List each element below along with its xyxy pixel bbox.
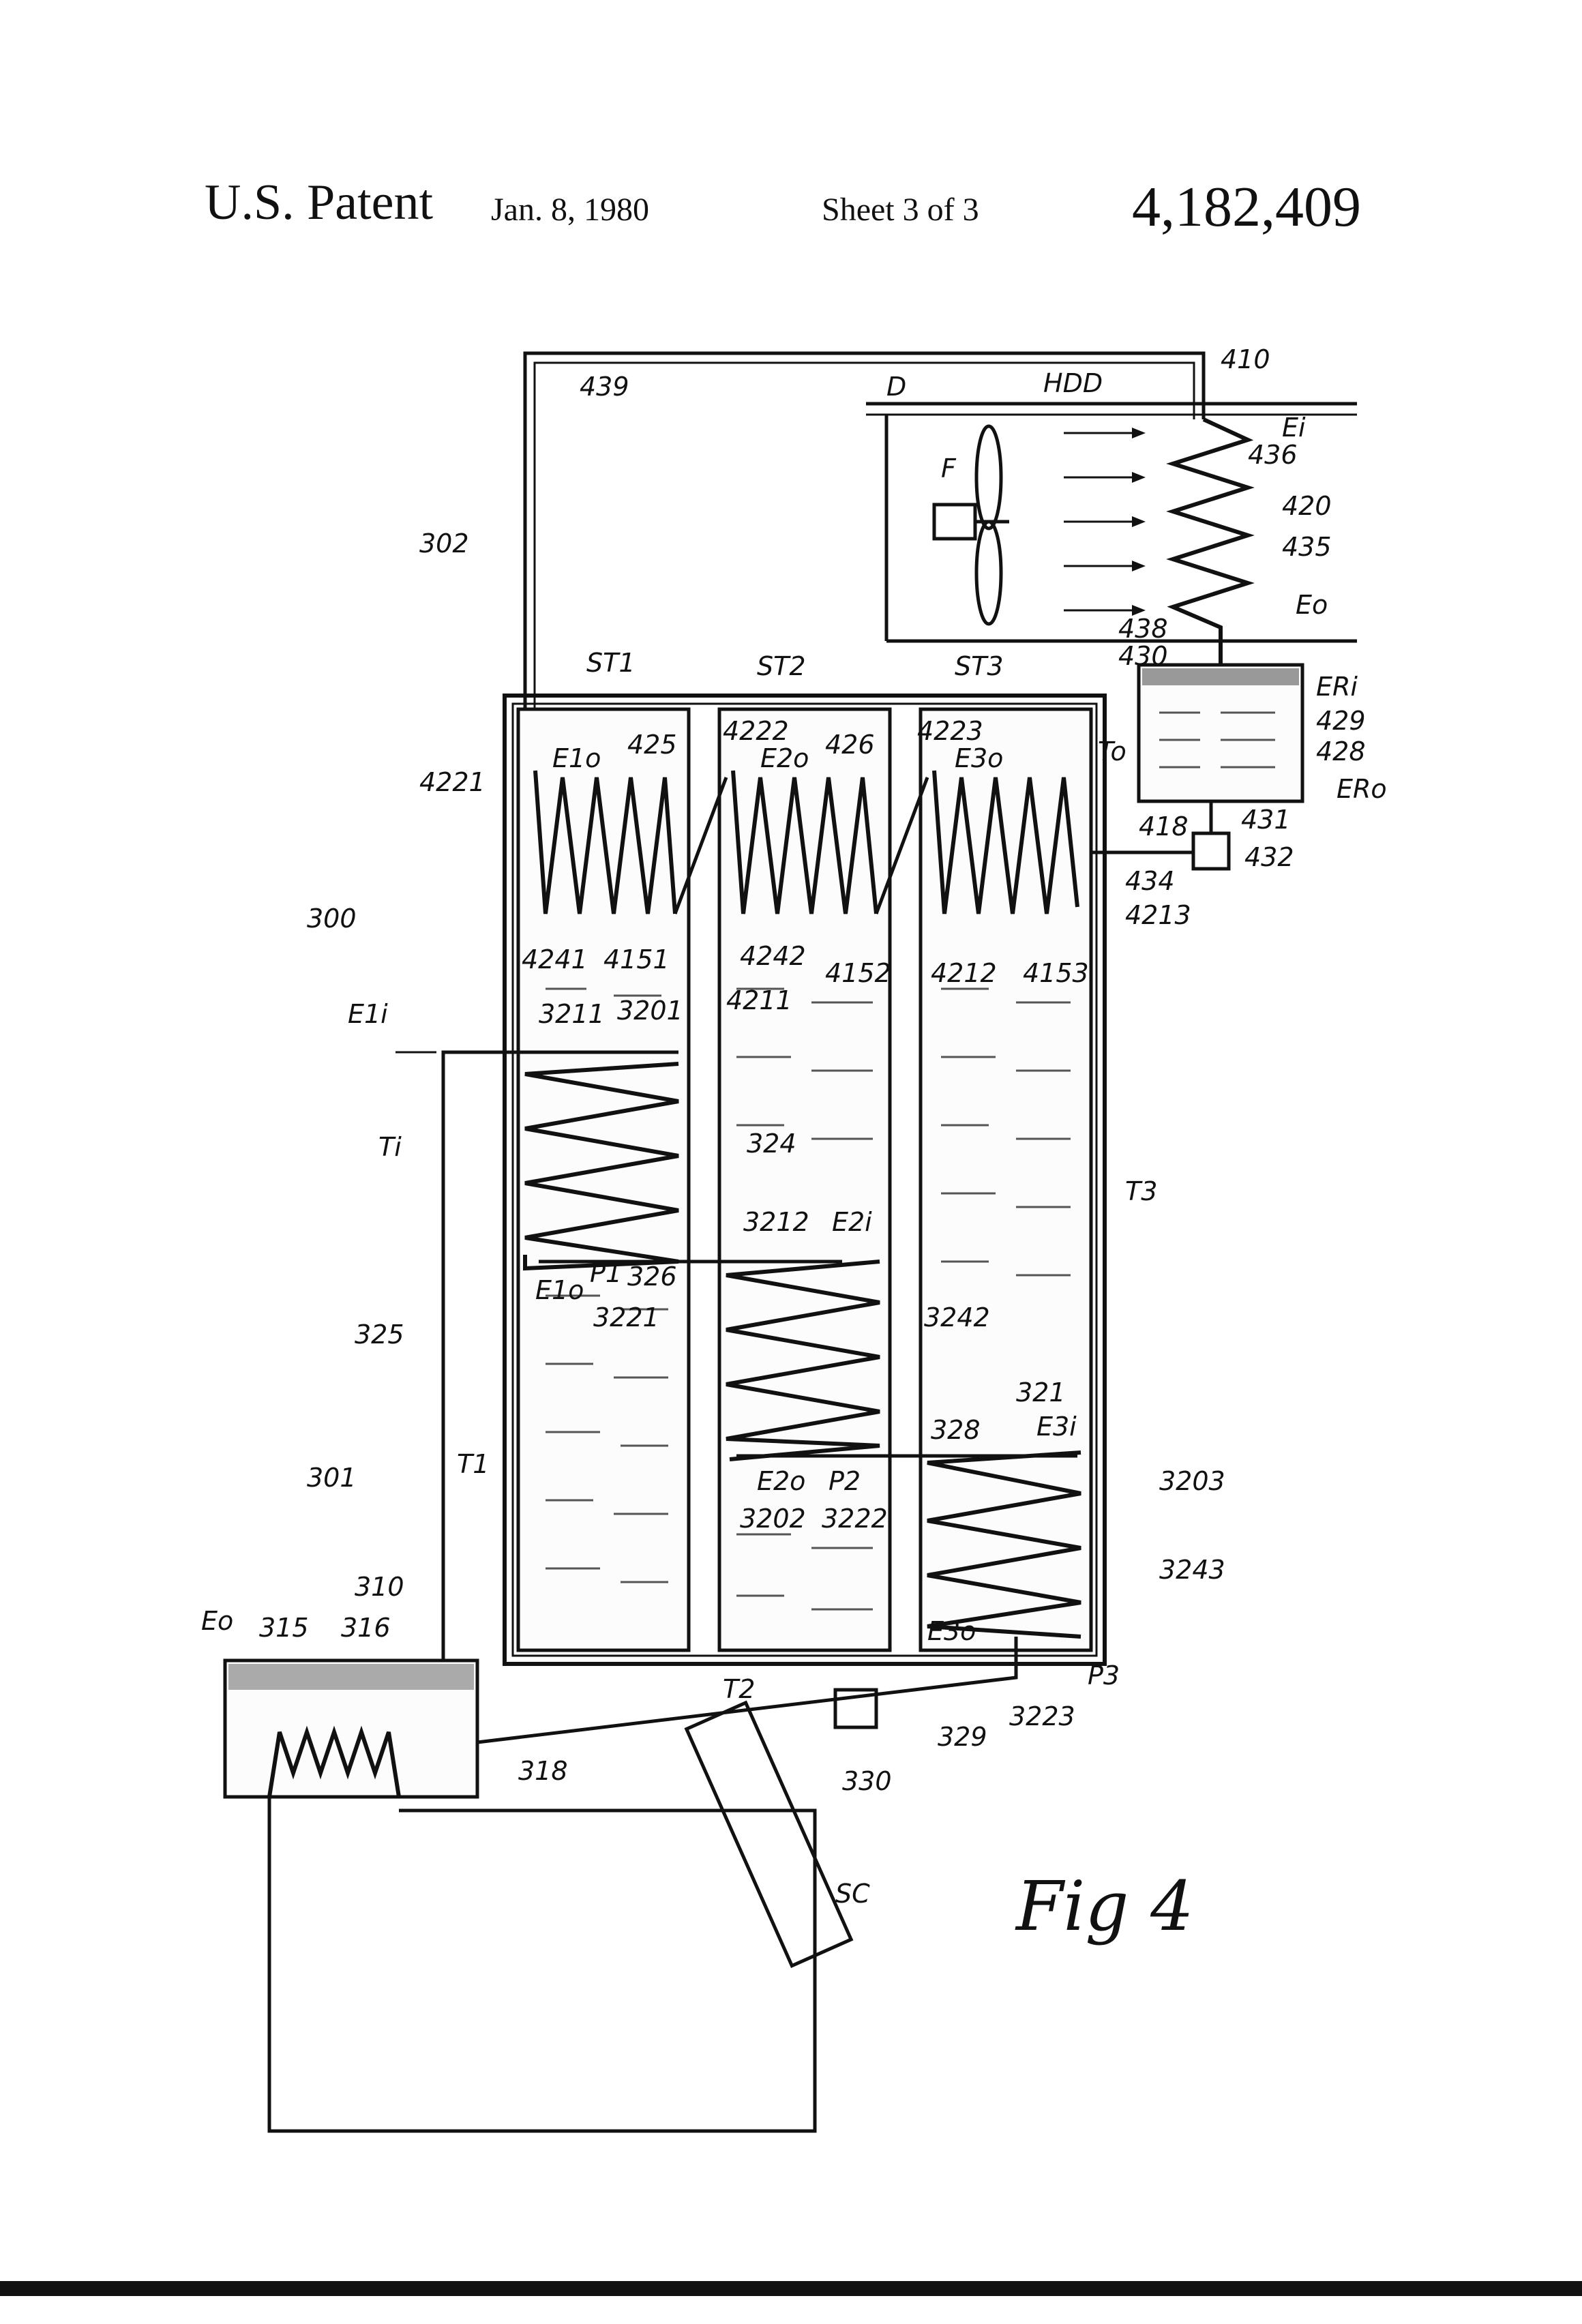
solar-loop — [269, 1797, 815, 2131]
label-Eo-top: Eo — [1296, 590, 1328, 620]
pump-432 — [1193, 833, 1229, 869]
label-SC: SC — [835, 1879, 870, 1909]
label-E3o-lower: E3o — [927, 1616, 976, 1646]
label-4153: 4153 — [1023, 958, 1089, 988]
label-3203: 3203 — [1159, 1466, 1225, 1496]
label-3223: 3223 — [1009, 1701, 1075, 1731]
label-3202: 3202 — [740, 1504, 806, 1534]
label-425: 425 — [627, 730, 677, 760]
label-325: 325 — [355, 1320, 404, 1350]
label-E1i: E1i — [348, 999, 388, 1029]
figure-caption: Fig 4 — [1015, 1866, 1194, 1946]
label-430: 430 — [1118, 641, 1168, 671]
label-4222: 4222 — [723, 716, 789, 746]
label-ST2: ST2 — [757, 651, 806, 681]
duct-coil — [1173, 419, 1248, 665]
label-E2o-lower: E2o — [757, 1466, 805, 1496]
label-438: 438 — [1118, 614, 1168, 644]
label-P1: P1 — [590, 1258, 622, 1288]
label-300: 300 — [307, 904, 357, 934]
label-4223: 4223 — [917, 716, 983, 746]
label-330: 330 — [842, 1766, 892, 1796]
label-4211: 4211 — [726, 985, 792, 1015]
label-429: 429 — [1316, 706, 1366, 736]
label-Ti: Ti — [378, 1132, 402, 1162]
label-T3: T3 — [1125, 1176, 1157, 1206]
label-434: 434 — [1125, 866, 1175, 896]
label-431: 431 — [1241, 805, 1291, 835]
label-4151: 4151 — [603, 944, 670, 974]
label-436: 436 — [1248, 440, 1298, 470]
label-410: 410 — [1221, 344, 1270, 374]
label-T1: T1 — [457, 1449, 489, 1479]
label-4212: 4212 — [931, 958, 997, 988]
label-HDD: HDD — [1043, 368, 1103, 398]
label-E2i: E2i — [832, 1207, 872, 1237]
pipe-439 — [525, 353, 1204, 736]
label-302: 302 — [419, 528, 469, 558]
label-301: 301 — [307, 1463, 357, 1493]
label-To: To — [1098, 736, 1126, 766]
label-324: 324 — [747, 1129, 796, 1159]
airflow-arrows — [1064, 428, 1146, 616]
label-4241: 4241 — [522, 944, 588, 974]
label-ERo: ERo — [1337, 774, 1387, 804]
label-318: 318 — [518, 1756, 568, 1786]
label-3211: 3211 — [539, 999, 605, 1029]
label-420: 420 — [1282, 491, 1332, 521]
label-D: D — [886, 372, 906, 402]
label-418: 418 — [1139, 811, 1189, 841]
label-E3i: E3i — [1036, 1412, 1077, 1442]
tank-318-insulation — [228, 1664, 474, 1690]
label-4221: 4221 — [419, 767, 486, 797]
label-F: F — [941, 453, 957, 483]
label-435: 435 — [1282, 532, 1332, 562]
label-3243: 3243 — [1159, 1555, 1225, 1585]
label-ERi: ERi — [1316, 672, 1358, 702]
label-Eo-bottom: Eo — [201, 1606, 233, 1636]
label-321: 321 — [1016, 1377, 1066, 1407]
label-P3: P3 — [1088, 1660, 1120, 1690]
label-3221: 3221 — [593, 1302, 659, 1332]
label-328: 328 — [931, 1415, 981, 1445]
label-4213: 4213 — [1125, 900, 1191, 930]
label-T2: T2 — [723, 1674, 755, 1704]
scan-edge-bar — [0, 2281, 1582, 2296]
solar-collector — [687, 1703, 851, 1966]
label-426: 426 — [825, 730, 875, 760]
label-4152: 4152 — [825, 958, 891, 988]
label-3212: 3212 — [743, 1207, 809, 1237]
label-E1o-lower: E1o — [535, 1275, 584, 1305]
label-310: 310 — [355, 1572, 404, 1602]
label-Ei-top: Ei — [1282, 413, 1306, 443]
label-3242: 3242 — [924, 1302, 990, 1332]
label-428: 428 — [1316, 736, 1366, 766]
label-ST3: ST3 — [955, 651, 1004, 681]
label-4242: 4242 — [740, 941, 806, 971]
label-315: 315 — [259, 1613, 309, 1643]
label-439: 439 — [580, 372, 629, 402]
label-3222: 3222 — [822, 1504, 888, 1534]
label-P2: P2 — [829, 1466, 861, 1496]
label-3201: 3201 — [617, 996, 683, 1026]
label-432: 432 — [1244, 842, 1294, 872]
label-326: 326 — [627, 1262, 677, 1292]
label-E2o: E2o — [760, 743, 809, 773]
label-E1o: E1o — [552, 743, 601, 773]
label-316: 316 — [341, 1613, 391, 1643]
label-E3o: E3o — [955, 743, 1003, 773]
label-329: 329 — [938, 1722, 987, 1752]
label-ST1: ST1 — [586, 648, 636, 678]
